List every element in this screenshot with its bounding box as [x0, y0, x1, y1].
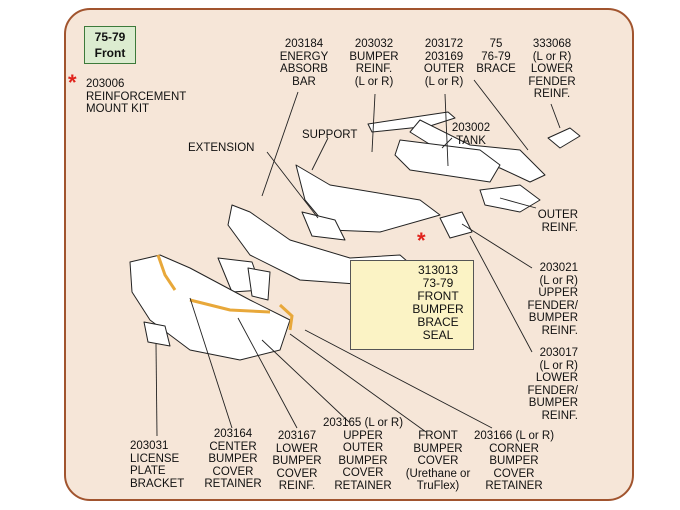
- label-front-bumper-cover: FRONT BUMPER COVER (Urethane or TruFlex): [405, 430, 471, 492]
- red-asterisk-icon: *: [417, 228, 426, 253]
- model-year-badge: 75-79 Front: [84, 26, 136, 64]
- label-lower-fender-reinf-top: 333068 (L or R) LOWER FENDER REINF.: [528, 38, 576, 100]
- absorber-block-right: [247, 267, 271, 301]
- label-upper-fender-bumper-reinf: 203021 (L or R) UPPER FENDER/ BUMPER REI…: [527, 262, 578, 337]
- fender-bumper-reinf-part: [439, 211, 473, 239]
- label-upper-outer-bumper-cover-retainer: 203165 (L or R) UPPER OUTER BUMPER COVER…: [322, 417, 404, 492]
- license-plate-bracket-part: [143, 321, 171, 347]
- red-asterisk-icon: *: [68, 70, 77, 95]
- center-retainer-part: [189, 298, 271, 314]
- label-extension: EXTENSION: [188, 142, 255, 154]
- label-outer: 203172 203169 OUTER (L or R): [423, 38, 465, 88]
- outer-reinf-part: [479, 184, 541, 213]
- label-center-bumper-cover-retainer: 203164 CENTER BUMPER COVER RETAINER: [204, 428, 262, 490]
- extension-part: [301, 211, 346, 241]
- label-corner-bumper-cover-retainer: 203166 (L or R) CORNER BUMPER COVER RETA…: [473, 430, 555, 492]
- label-license-plate-bracket: 203031 LICENSE PLATE BRACKET: [130, 440, 185, 490]
- label-energy-absorb-bar: 203184 ENERGY ABSORB BAR: [279, 38, 329, 88]
- label-brace: 75 76-79 BRACE: [476, 38, 516, 75]
- label-support: SUPPORT: [302, 129, 358, 141]
- badge-position: Front: [94, 46, 126, 60]
- label-reinforcement-mount-kit: 203006 REINFORCEMENT MOUNT KIT: [86, 78, 187, 115]
- support-part: [295, 164, 441, 233]
- lower-fender-reinf-part: [547, 127, 581, 149]
- brace-part: [367, 111, 456, 133]
- label-brace-seal: 313013 73-79 FRONT BUMPER BRACE SEAL: [412, 263, 464, 342]
- label-outer-reinf: OUTER REINF.: [537, 209, 578, 234]
- label-lower-bumper-cover-reinf: 203167 LOWER BUMPER COVER REINF.: [272, 430, 322, 492]
- badge-years: 75-79: [94, 30, 126, 44]
- label-bumper-reinf: 203032 BUMPER REINF. (L or R): [349, 38, 399, 88]
- diagram-frame: [64, 8, 634, 501]
- label-tank: 203002 TANK: [451, 122, 491, 147]
- upper-outer-retainer-part: [278, 303, 294, 331]
- brace-seal-inset: [350, 260, 474, 350]
- corner-retainer-part: [156, 254, 177, 291]
- label-lower-fender-bumper-reinf: 203017 (L or R) LOWER FENDER/ BUMPER REI…: [527, 347, 578, 422]
